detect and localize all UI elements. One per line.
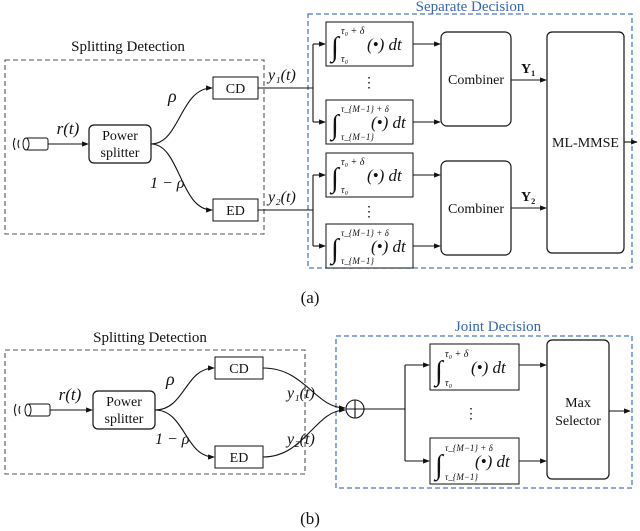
- splitting-detection-frame-b: [4, 349, 306, 475]
- max-selector-line2: Selector: [555, 414, 601, 429]
- int-upper-a1: τ₀ + δ: [341, 26, 365, 37]
- svg-text:∫: ∫: [329, 234, 341, 266]
- ellipsis-b: ⋮: [464, 407, 478, 422]
- integrand-a3: (•) dt: [367, 166, 403, 185]
- integrator-a3: ∫ τ₀ + δ τ₀ (•) dt: [325, 152, 414, 198]
- Y2-label: Y₂: [521, 190, 535, 205]
- int-lower-a3: τ₀: [341, 185, 349, 196]
- power-splitter-line2-b: splitter: [105, 412, 144, 427]
- summation-node: [345, 399, 365, 419]
- int-lower-b2: τ_{M−1}: [445, 472, 478, 482]
- integrator-b1: ∫ τ₀ + δ τ₀ (•) dt: [429, 343, 520, 391]
- int-lower-b1: τ₀: [445, 378, 453, 389]
- power-splitter-line1-a: Power: [102, 129, 138, 144]
- svg-text:∫: ∫: [329, 110, 341, 142]
- svg-text:∫: ∫: [329, 163, 341, 195]
- cd-label-b: CD: [229, 362, 248, 377]
- integrand-a4: (•) dt: [371, 237, 407, 256]
- antenna-icon: [13, 403, 51, 417]
- ed-label-a: ED: [226, 204, 245, 219]
- ellipsis-a2: ⋮: [362, 205, 376, 220]
- rho-label-b: ρ: [165, 369, 175, 389]
- svg-text:∫: ∫: [433, 356, 445, 388]
- input-signal-label-b: r(t): [59, 385, 82, 404]
- input-signal-label-a: r(t): [57, 119, 80, 138]
- one-minus-rho-label-a: 1 − ρ: [150, 175, 185, 192]
- int-lower-a4: τ_{M−1}: [341, 256, 374, 266]
- y1-label-a: y₁(t): [266, 67, 296, 84]
- splitting-detection-title-a: Splitting Detection: [71, 39, 185, 55]
- integrand-a2: (•) dt: [371, 113, 407, 132]
- int-upper-a3: τ₀ + δ: [341, 157, 365, 168]
- ed-label-b: ED: [230, 451, 249, 466]
- panel-a: Splitting Detection Separate Decision r(…: [4, 0, 638, 307]
- combiner-label-a2: Combiner: [448, 202, 504, 217]
- panel-b: Splitting Detection Joint Decision r(t) …: [4, 319, 633, 528]
- caption-a: (a): [301, 288, 320, 307]
- separate-decision-title: Separate Decision: [416, 0, 525, 15]
- ellipsis-a1: ⋮: [362, 76, 376, 91]
- ml-mmse-label: ML-MMSE: [552, 136, 619, 151]
- integrand-b2: (•) dt: [475, 452, 511, 471]
- integrator-a1: ∫ τ₀ + δ τ₀ (•) dt: [325, 21, 414, 67]
- antenna-icon: [12, 137, 49, 151]
- svg-text:∫: ∫: [329, 32, 341, 64]
- int-upper-a2: τ_{M−1} + δ: [341, 104, 390, 114]
- int-lower-a1: τ₀: [341, 54, 349, 65]
- combiner-label-a1: Combiner: [448, 73, 504, 88]
- integrator-b2: ∫ τ_{M−1} + δ τ_{M−1} (•) dt: [429, 437, 520, 485]
- cd-label-a: CD: [226, 82, 245, 97]
- integrand-b1: (•) dt: [471, 358, 507, 377]
- one-minus-rho-label-b: 1 − ρ: [155, 431, 190, 448]
- max-selector-line1: Max: [565, 396, 591, 411]
- y1-label-b: y₁(t): [285, 385, 315, 402]
- caption-b: (b): [300, 509, 320, 528]
- y2-label-b: y₂(t): [285, 431, 315, 448]
- joint-decision-title: Joint Decision: [455, 319, 542, 335]
- splitting-detection-frame-a: [4, 59, 265, 235]
- integrator-a4: ∫ τ_{M−1} + δ τ_{M−1} (•) dt: [325, 223, 414, 269]
- svg-text:∫: ∫: [433, 450, 445, 482]
- splitting-detection-title-b: Splitting Detection: [93, 330, 207, 346]
- int-upper-b2: τ_{M−1} + δ: [445, 443, 494, 453]
- int-upper-b1: τ₀ + δ: [445, 349, 469, 360]
- power-splitter-line2-a: splitter: [101, 146, 140, 161]
- integrand-a1: (•) dt: [367, 35, 403, 54]
- Y1-label: Y₁: [521, 62, 535, 77]
- max-selector-box: [546, 339, 610, 480]
- int-lower-a2: τ_{M−1}: [341, 132, 374, 142]
- combiner-box-a1: [440, 31, 512, 127]
- integrator-a2: ∫ τ_{M−1} + δ τ_{M−1} (•) dt: [325, 99, 414, 145]
- int-upper-a4: τ_{M−1} + δ: [341, 228, 390, 238]
- power-splitter-line1-b: Power: [106, 395, 142, 410]
- rho-label-a: ρ: [167, 86, 177, 106]
- y2-label-a: y₂(t): [266, 189, 296, 206]
